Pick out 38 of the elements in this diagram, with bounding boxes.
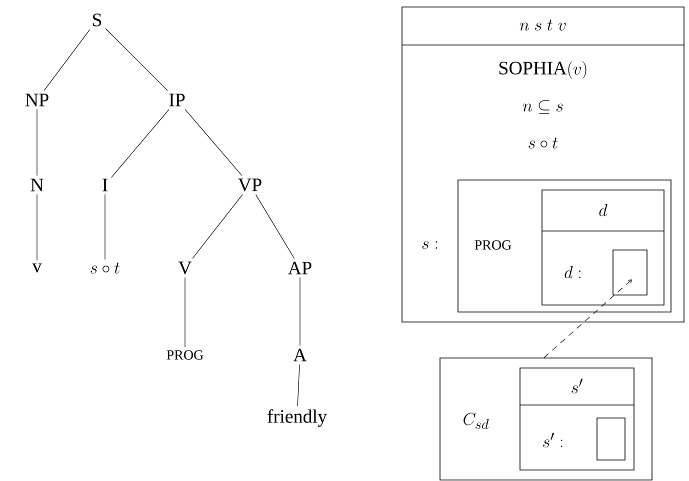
tree-branch: [105, 28, 168, 91]
tree-label: VP: [238, 178, 262, 192]
tree-branch: [192, 194, 243, 259]
tree-branch: [36, 194, 38, 261]
tree-label: $s \circ t$: [90, 262, 120, 274]
tree-branch: [255, 194, 295, 259]
empty-box: [612, 250, 648, 296]
referent-list: $s'$: [572, 378, 583, 394]
tree-label: PROG: [166, 350, 204, 360]
tree-label: AP: [288, 262, 312, 274]
tree-label: V: [178, 262, 192, 274]
tree-label: A: [293, 348, 307, 362]
tree-branch: [184, 277, 186, 348]
tree-label: NP: [25, 94, 48, 106]
referent-list: $n\ s\ t\ v$: [520, 20, 566, 30]
condition-label: $s:$: [422, 241, 438, 249]
tree-branch: [111, 109, 170, 178]
empty-box: [596, 418, 626, 460]
tree-label: S: [93, 14, 102, 26]
tree-branch: [184, 109, 242, 176]
operator-label: PROG: [474, 240, 512, 250]
tree-label: I: [102, 178, 108, 192]
tree-label: N: [30, 178, 44, 192]
condition: $\mathrm{SOPHIA}(v)$: [499, 61, 586, 79]
tree-branch: [44, 29, 90, 91]
relation-label: $C_{sd}$: [464, 412, 489, 430]
tree-branch: [104, 194, 106, 260]
condition: $n \subseteq s$: [522, 100, 563, 114]
tree-label: IP: [169, 94, 185, 106]
tree-branch: [297, 364, 300, 406]
tree-branch: [36, 109, 38, 176]
tree-label: v: [32, 264, 42, 272]
condition: $s \circ t$: [528, 138, 558, 148]
condition: $s':$: [543, 432, 562, 448]
arrow: [544, 280, 632, 358]
condition: $d:$: [564, 266, 580, 278]
tree-label: friendly: [268, 409, 327, 427]
referent-list: $d$: [599, 204, 608, 216]
